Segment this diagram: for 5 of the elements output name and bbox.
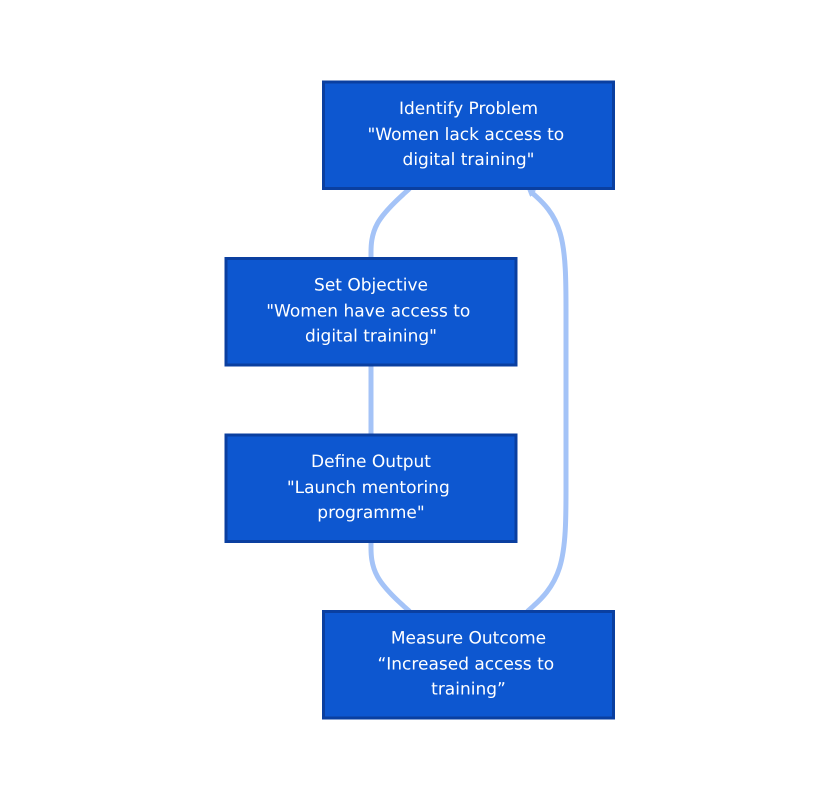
node-box: Identify Problem "Women lack access to digital training": [322, 80, 615, 190]
node-box: Set Objective "Women have access to digital training": [224, 257, 518, 366]
node-box: Measure Outcome “Increased access to training”: [322, 610, 615, 720]
node-box: Define Output "Launch mentoring programme": [224, 434, 518, 543]
connector: [368, 365, 374, 435]
